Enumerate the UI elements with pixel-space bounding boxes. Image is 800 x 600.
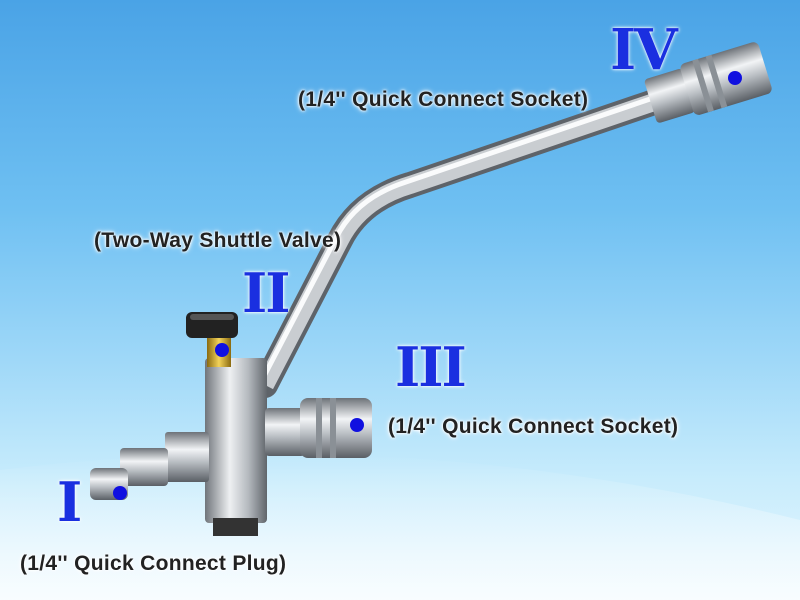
marker-dot-i (113, 486, 127, 500)
shuttle-valve-body (186, 312, 267, 536)
background-glow (0, 453, 800, 600)
numeral-iv: IV (610, 17, 678, 83)
marker-dot-iii (350, 418, 364, 432)
caption-socket-iv: (1/4'' Quick Connect Socket) (298, 88, 589, 111)
marker-dot-iv (728, 71, 742, 85)
caption-shuttle-valve: (Two-Way Shuttle Valve) (94, 229, 342, 252)
lance-tube (252, 87, 673, 398)
quick-connect-socket-iii (265, 398, 372, 458)
caption-plug-i: (1/4'' Quick Connect Plug) (20, 552, 287, 575)
numeral-i: I (57, 470, 82, 534)
marker-dot-ii (215, 343, 229, 357)
quick-connect-socket-iv (644, 42, 772, 123)
numeral-iii: III (395, 335, 467, 399)
numeral-ii: II (242, 261, 291, 325)
caption-socket-iii: (1/4'' Quick Connect Socket) (388, 415, 679, 438)
